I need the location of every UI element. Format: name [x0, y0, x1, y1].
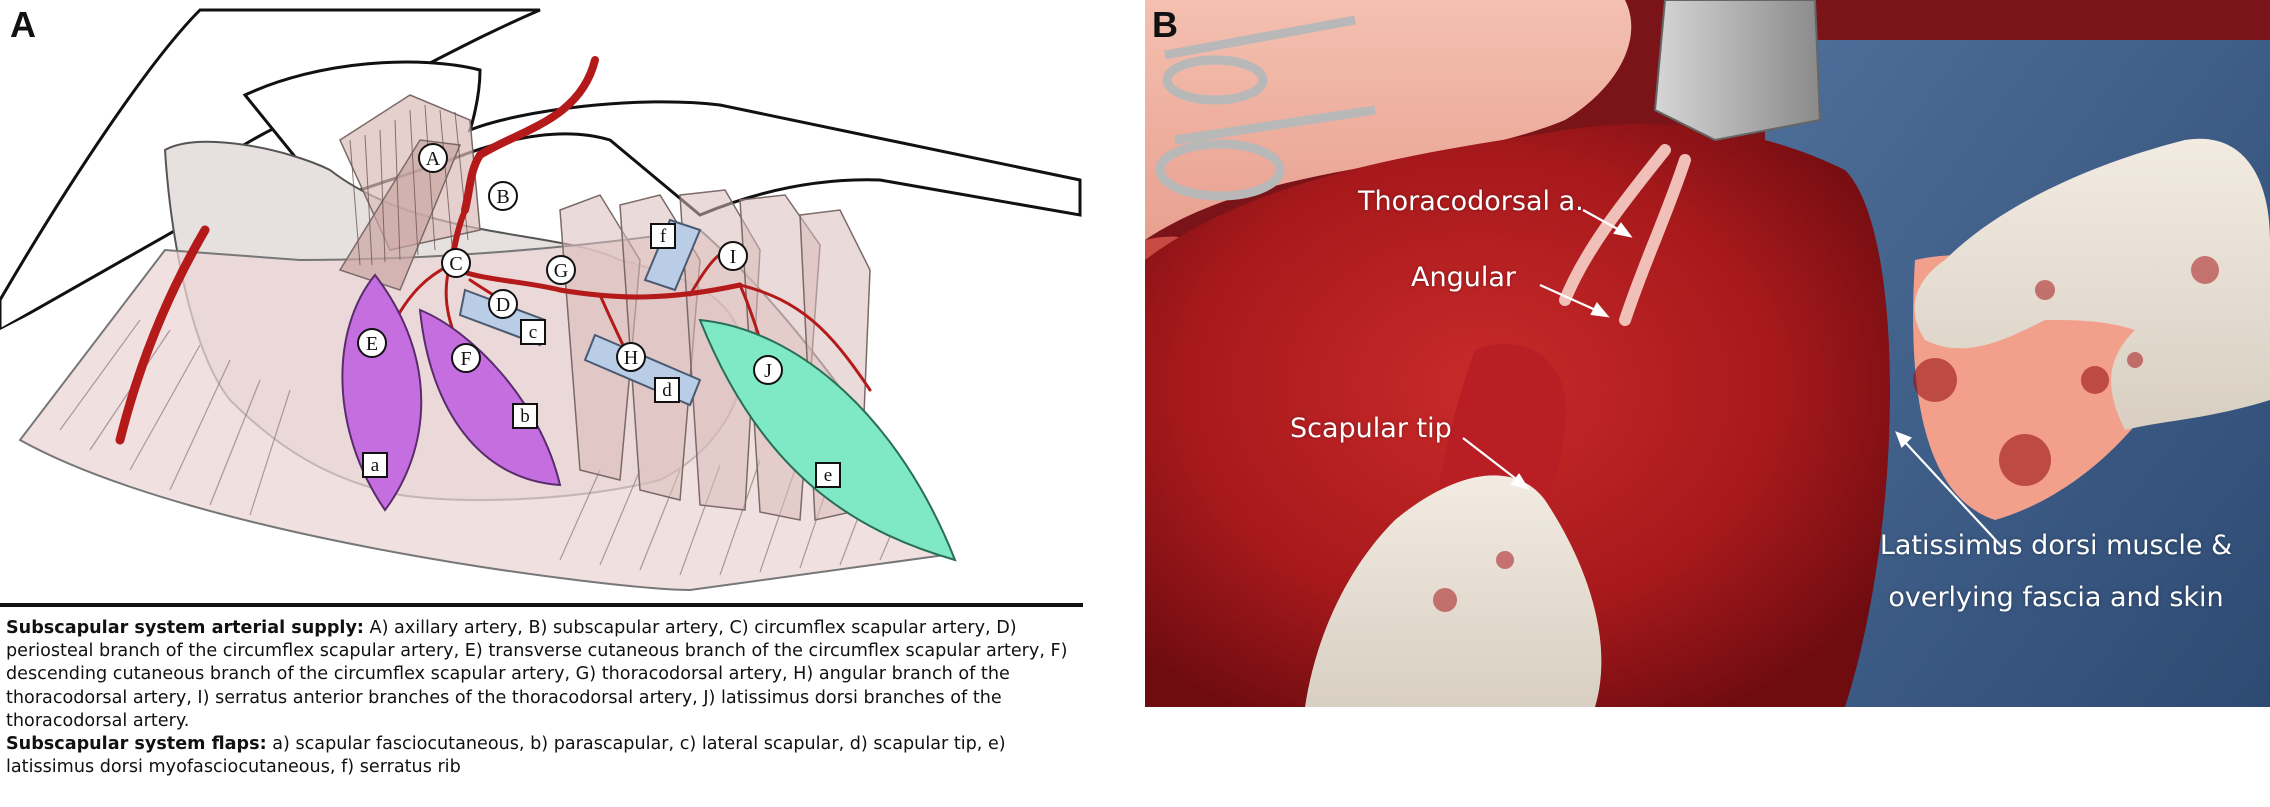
svg-text:F: F	[460, 348, 471, 370]
label-E: E	[357, 328, 387, 358]
label-C: C	[441, 248, 471, 278]
flap-label-c: c	[520, 319, 546, 345]
caption-flaps-text: a) scapular fasciocutaneous, b) parascap…	[6, 734, 1006, 778]
label-G: G	[546, 255, 576, 285]
band-striations	[349, 104, 469, 266]
svg-text:b: b	[520, 406, 530, 427]
label-I: I	[718, 241, 748, 271]
glove-blood	[1433, 256, 2219, 612]
flap-label-e: e	[815, 462, 841, 488]
svg-text:I: I	[730, 246, 737, 268]
caption-arterial-text: A) axillary artery, B) subscapular arter…	[6, 618, 1068, 731]
svg-text:a: a	[371, 455, 380, 476]
surgical-instruments	[1155, 15, 1376, 201]
panel-a-letter: A	[10, 4, 36, 45]
label-J: J	[753, 355, 783, 385]
label-latissimus: Latissimus dorsi muscle & overlying fasc…	[1879, 530, 2233, 613]
vessel-pedicle	[1559, 144, 1691, 326]
upper-arm-outline	[242, 60, 1082, 217]
label-F: F	[451, 343, 481, 373]
label-thoracodorsal: Thoracodorsal a.	[1358, 186, 1584, 217]
glove-right	[1914, 138, 2270, 431]
svg-text:G: G	[554, 260, 568, 282]
flap-f	[643, 218, 702, 292]
glove-left	[1305, 475, 1602, 707]
flap-label-d: d	[654, 377, 680, 403]
svg-text:J: J	[764, 360, 772, 382]
diagram-panel: A B C D E F G H I J a b c d e f A Subsca…	[0, 0, 1090, 807]
svg-text:B: B	[496, 186, 509, 208]
svg-text:e: e	[824, 465, 832, 486]
flap-label-b: b	[512, 403, 538, 429]
arm-outline	[0, 8, 541, 340]
label-D: D	[488, 289, 518, 319]
surgical-photo-panel	[1145, 0, 2270, 707]
caption-flaps-heading: Subscapular system flaps:	[6, 734, 267, 755]
panel-b-letter: B	[1152, 4, 1178, 45]
flap-label-a: a	[362, 452, 388, 478]
label-H: H	[616, 342, 646, 372]
svg-text:f: f	[660, 226, 667, 247]
svg-text:E: E	[366, 333, 378, 355]
surgical-photo	[1145, 0, 2270, 707]
svg-text:C: C	[449, 253, 462, 275]
flap-label-f: f	[650, 223, 676, 249]
skin-edge	[1145, 0, 1632, 240]
label-A: A	[418, 143, 448, 173]
caption-flaps: Subscapular system flaps: a) scapular fa…	[6, 733, 1086, 779]
svg-text:D: D	[496, 294, 510, 316]
caption-arterial: Subscapular system arterial supply: A) a…	[6, 617, 1086, 733]
label-angular: Angular	[1411, 262, 1516, 293]
label-scapular-tip: Scapular tip	[1290, 413, 1452, 444]
svg-text:A: A	[426, 148, 441, 170]
artery-label-group: A B C D E F G H I J	[357, 143, 783, 385]
svg-text:c: c	[529, 322, 537, 343]
svg-text:H: H	[624, 347, 638, 369]
figure-caption: Subscapular system arterial supply: A) a…	[6, 617, 1086, 779]
svg-text:d: d	[662, 380, 672, 401]
caption-arterial-heading: Subscapular system arterial supply:	[6, 618, 364, 638]
subscapular-diagram: A B C D E F G H I J a b c d e f	[0, 8, 1083, 607]
label-B: B	[488, 181, 518, 211]
retractor	[1653, 0, 1822, 142]
label-arrows	[1462, 209, 2004, 549]
flap-label-group: a b c d e f	[362, 223, 841, 488]
